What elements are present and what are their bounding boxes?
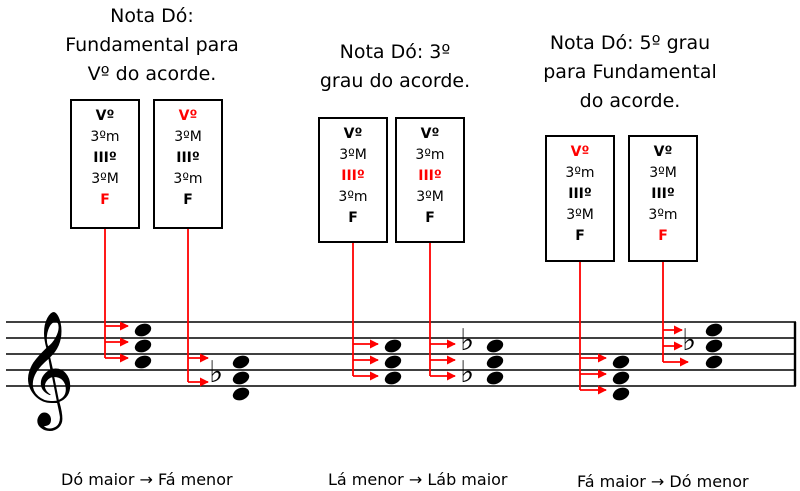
right-arrow-icon: → xyxy=(408,470,423,489)
box-2-root: F xyxy=(183,192,193,208)
box-5-third: IIIº xyxy=(568,186,592,202)
box-6-lower-third: 3ºm xyxy=(648,207,678,223)
note-5-3 xyxy=(612,387,630,401)
box-6-root: F xyxy=(658,228,668,244)
box-5-upper-third: 3ºm xyxy=(565,165,595,181)
right-arrow-icon: → xyxy=(139,470,153,489)
box-1-root: F xyxy=(100,192,110,208)
box-2-fifth: Vº xyxy=(178,108,198,124)
flat-icon: ♭ xyxy=(682,323,696,358)
title-1-line-3: Vº do acorde. xyxy=(87,63,217,85)
title-1-line-1: Nota Dó: xyxy=(110,5,194,27)
title-2-line-2: grau do acorde. xyxy=(319,70,471,92)
caption-1-to: Fá menor xyxy=(158,470,233,489)
note-1-3 xyxy=(134,355,152,369)
box-4-fifth: Vº xyxy=(420,126,440,142)
box-1-fifth: Vº xyxy=(95,108,115,124)
flat-icon: ♭ xyxy=(460,355,474,390)
flat-icon: ♭ xyxy=(209,355,223,390)
note-6-1 xyxy=(705,323,723,337)
note-1-2 xyxy=(134,339,152,353)
box-4-lower-third: 3ºM xyxy=(416,189,444,205)
note-2-3 xyxy=(232,387,250,401)
note-5-2 xyxy=(612,371,630,385)
box-5-fifth: Vº xyxy=(570,144,590,160)
note-3-2 xyxy=(384,355,402,369)
box-2-lower-third: 3ºm xyxy=(173,171,203,187)
box-6-third: IIIº xyxy=(651,186,675,202)
interval-box-3: Vº 3ºM IIIº 3ºm F xyxy=(318,117,388,243)
title-2-line-1: Nota Dó: 3º xyxy=(339,41,451,63)
note-1-1 xyxy=(134,323,152,337)
box-5-root: F xyxy=(575,228,585,244)
interval-box-2: Vº 3ºM IIIº 3ºm F xyxy=(153,99,223,229)
interval-box-4: Vº 3ºm IIIº 3ºM F xyxy=(395,117,465,243)
interval-box-6: Vº 3ºM IIIº 3ºm F xyxy=(628,135,698,262)
box-3-fifth: Vº xyxy=(343,126,363,142)
note-3-1 xyxy=(384,339,402,353)
caption-2: Lá menor → Láb maior xyxy=(328,470,508,489)
note-2-2 xyxy=(232,371,250,385)
box-1-lower-third: 3ºM xyxy=(91,171,119,187)
box-2-upper-third: 3ºM xyxy=(174,129,202,145)
box-3-lower-third: 3ºm xyxy=(338,189,368,205)
box-4-root: F xyxy=(425,210,435,226)
box-1-third: IIIº xyxy=(93,150,117,166)
box-4-third: IIIº xyxy=(418,168,442,184)
title-3-line-1: Nota Dó: 5º grau xyxy=(549,32,711,54)
box-3-root: F xyxy=(348,210,358,226)
note-6-3 xyxy=(705,355,723,369)
note-2-1 xyxy=(232,355,250,369)
title-3: Nota Dó: 5º grau para Fundamental do aco… xyxy=(520,29,740,116)
title-3-line-2: para Fundamental xyxy=(543,61,717,83)
caption-3-to: Dó menor xyxy=(669,472,749,491)
caption-2-from: Lá menor xyxy=(328,470,404,489)
box-2-third: IIIº xyxy=(176,150,200,166)
box-3-upper-third: 3ºM xyxy=(339,147,367,163)
note-4-1 xyxy=(486,339,504,353)
box-4-upper-third: 3ºm xyxy=(415,147,445,163)
box-5-lower-third: 3ºM xyxy=(566,207,594,223)
note-4-3 xyxy=(486,371,504,385)
box-3-third: IIIº xyxy=(341,168,365,184)
title-2: Nota Dó: 3º grau do acorde. xyxy=(300,38,490,96)
note-3-3 xyxy=(384,371,402,385)
staff-lines xyxy=(6,321,796,387)
box-1-upper-third: 3ºm xyxy=(90,129,120,145)
box-6-fifth: Vº xyxy=(653,144,673,160)
caption-2-to: Láb maior xyxy=(427,470,508,489)
box-6-upper-third: 3ºM xyxy=(649,165,677,181)
caption-3-from: Fá maior xyxy=(577,472,646,491)
caption-3: Fá maior → Dó menor xyxy=(577,472,749,491)
note-6-2 xyxy=(705,339,723,353)
chord-notes xyxy=(134,323,723,401)
note-4-2 xyxy=(486,355,504,369)
caption-1-from: Dó maior xyxy=(61,470,135,489)
note-5-1 xyxy=(612,355,630,369)
caption-1: Dó maior → Fá menor xyxy=(61,470,233,489)
title-1: Nota Dó: Fundamental para Vº do acorde. xyxy=(42,2,262,89)
interval-box-1: Vº 3ºm IIIº 3ºM F xyxy=(70,99,140,229)
flat-icon: ♭ xyxy=(460,323,474,358)
interval-box-5: Vº 3ºm IIIº 3ºM F xyxy=(545,135,615,262)
title-3-line-3: do acorde. xyxy=(579,90,681,112)
right-arrow-icon: → xyxy=(650,472,665,491)
title-1-line-2: Fundamental para xyxy=(65,34,239,56)
red-arrows xyxy=(104,229,689,395)
treble-clef-icon: 𝄞 xyxy=(16,309,75,431)
